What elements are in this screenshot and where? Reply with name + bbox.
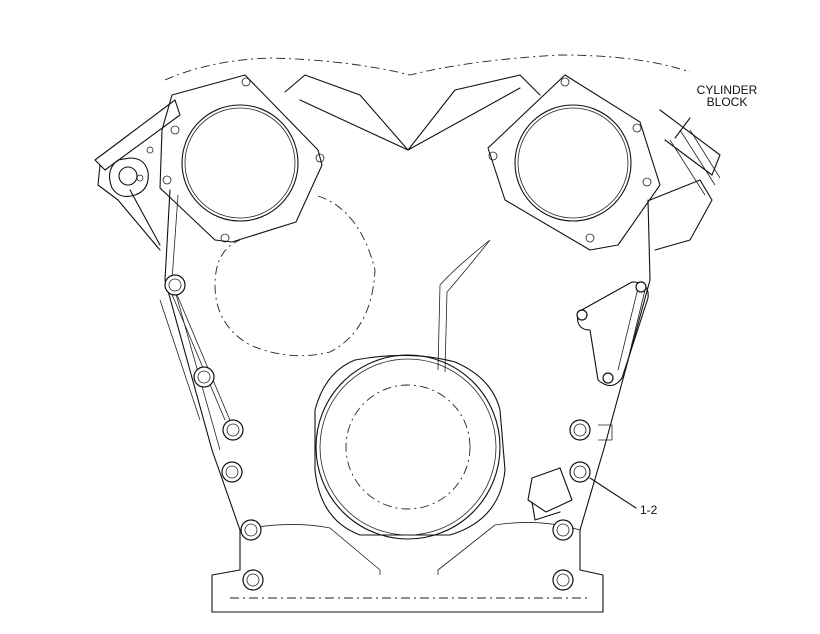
sensor-connector <box>527 467 573 521</box>
bolt <box>222 419 244 441</box>
left-upper-housing <box>109 157 149 197</box>
right-bolts <box>552 419 591 591</box>
part-1-2-leader <box>589 477 637 509</box>
right-sensor-bracket <box>576 281 649 387</box>
right-block-bracket <box>649 109 721 251</box>
left-housing-port <box>118 166 138 186</box>
cam-plate-holes <box>136 77 652 243</box>
part-1-2-callout: 1-2 <box>640 503 658 517</box>
left-bolts <box>164 274 264 591</box>
lower-cover-contour <box>239 522 581 575</box>
right-sensor-arm <box>617 287 646 373</box>
bolt <box>569 419 591 441</box>
left-cam-bore <box>181 104 299 222</box>
left-cam-bore-inner <box>184 107 296 219</box>
crank-seal-inner <box>345 384 471 510</box>
bolt <box>552 519 574 541</box>
timing-cover-outline <box>164 189 651 613</box>
crank-bore-boss <box>314 354 506 536</box>
right-cam-bore-inner <box>517 107 629 219</box>
bolt <box>221 461 243 483</box>
right-sensor-hole-1 <box>576 309 588 321</box>
cover-inner-outline <box>171 194 221 451</box>
crank-seal-bore-2 <box>319 358 497 536</box>
cylinder-block-leader <box>674 117 691 139</box>
left-cam-plate <box>159 74 323 243</box>
right-cam-bore <box>514 104 632 222</box>
cylinder-block-callout: CYLINDER BLOCK <box>696 83 758 109</box>
cylinder-block-hatch <box>669 129 721 196</box>
bolt <box>164 274 186 296</box>
block-top-edge <box>164 54 691 81</box>
bolt <box>240 519 262 541</box>
idler-cavity <box>214 195 376 357</box>
bolt <box>569 461 591 483</box>
cover-tab <box>598 424 613 441</box>
left-block-bracket <box>94 99 181 251</box>
center-web <box>437 239 491 373</box>
cover-v-peak <box>284 74 541 151</box>
right-sensor-hole-3 <box>602 372 614 384</box>
right-cam-plate <box>487 74 661 251</box>
crank-seal-bore <box>315 354 501 540</box>
bolt <box>193 366 215 388</box>
right-sensor-hole-2 <box>635 281 647 293</box>
bolt <box>242 569 264 591</box>
bolt <box>552 569 574 591</box>
left-flange-rails <box>159 284 233 426</box>
